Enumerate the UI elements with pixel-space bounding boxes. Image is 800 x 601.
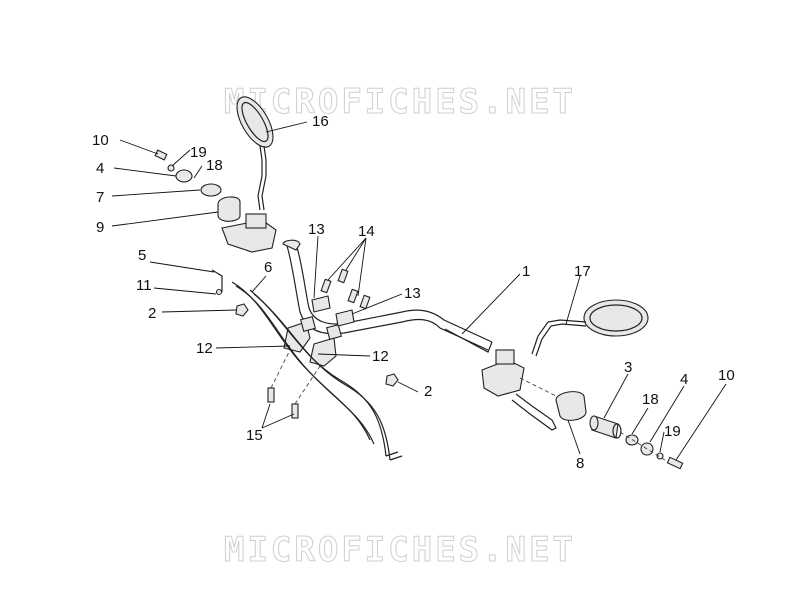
right-mirror <box>531 299 649 357</box>
callout-2-left: 2 <box>148 305 156 322</box>
callout-5: 5 <box>138 247 146 264</box>
left-mirror <box>236 96 274 211</box>
small-parts-left <box>211 269 399 387</box>
callout-labels: 10 19 4 18 7 9 16 5 11 6 2 13 14 13 12 1… <box>92 113 735 472</box>
callout-14: 14 <box>358 223 375 240</box>
callout-13-top: 13 <box>308 221 325 238</box>
callout-12-left: 12 <box>196 340 213 357</box>
callout-19-left: 19 <box>190 144 207 161</box>
right-brake-assembly <box>481 349 587 431</box>
callout-11: 11 <box>136 277 152 294</box>
callout-12-right: 12 <box>372 348 389 365</box>
riser-clamps <box>283 295 355 367</box>
left-switch-assembly <box>154 149 277 253</box>
callout-10-left: 10 <box>92 132 109 149</box>
callout-4-right: 4 <box>680 371 688 388</box>
callout-2-right: 2 <box>424 383 432 400</box>
leader-lines <box>111 121 727 461</box>
handlebar <box>282 239 493 353</box>
callout-16: 16 <box>312 113 329 130</box>
callout-18-left: 18 <box>206 157 223 174</box>
callout-10-right: 10 <box>718 367 735 384</box>
callout-8: 8 <box>576 455 584 472</box>
watermark-top: MICROFICHES.NET <box>223 82 577 123</box>
callout-13-right: 13 <box>404 285 421 302</box>
cables <box>231 281 403 461</box>
callout-15: 15 <box>246 427 263 444</box>
right-grip-parts <box>589 415 684 470</box>
bolts <box>267 268 371 419</box>
callout-18-right: 18 <box>642 391 659 408</box>
callout-1: 1 <box>522 263 530 280</box>
callout-9: 9 <box>96 219 104 236</box>
callout-17: 17 <box>574 263 591 280</box>
callout-4-left: 4 <box>96 160 104 177</box>
callout-19-right: 19 <box>664 423 681 440</box>
watermark-bottom: MICROFICHES.NET <box>223 530 577 571</box>
callout-3: 3 <box>624 359 632 376</box>
callout-7: 7 <box>96 189 104 206</box>
callout-6: 6 <box>264 259 272 276</box>
